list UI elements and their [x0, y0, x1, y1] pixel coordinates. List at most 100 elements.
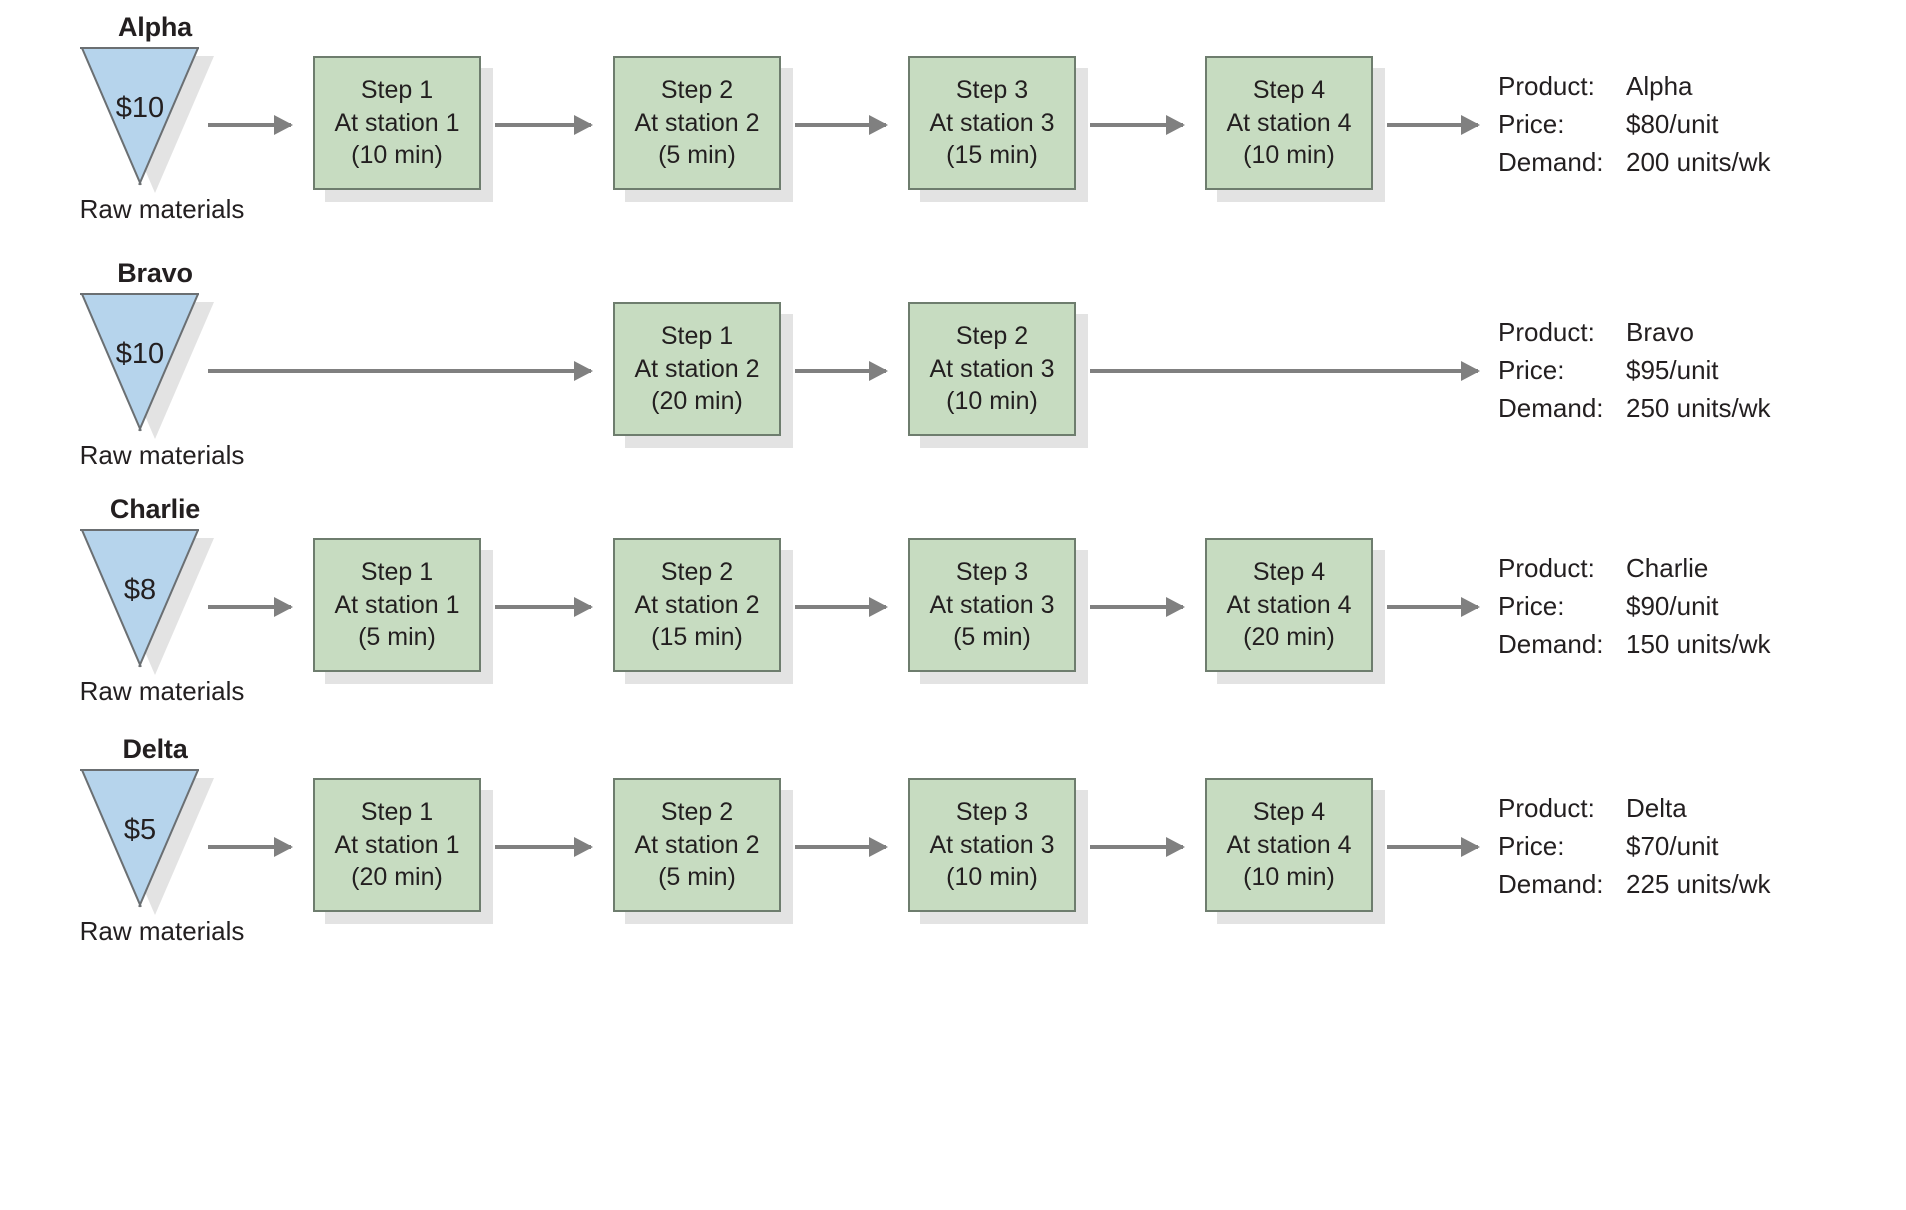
step-station-label: At station 4 [1226, 108, 1352, 137]
step-station-label: At station 4 [1226, 830, 1352, 859]
raw-material-triangle: $5 [66, 769, 256, 915]
info-key-demand: Demand: [1498, 146, 1604, 177]
step-number-label: Step 4 [1252, 76, 1326, 105]
product-name-label: Charlie [109, 494, 201, 524]
raw-material-cost: $5 [123, 814, 157, 846]
step-time-label: (5 min) [358, 623, 436, 652]
step-time-label: (20 min) [651, 387, 743, 416]
step-box-2[interactable]: Step 2 At station 2 (5 min) [613, 56, 781, 190]
step-number-label: Step 4 [1252, 558, 1326, 587]
step-time-label: (5 min) [658, 141, 736, 170]
info-line-price: Price: $80/unit [1498, 106, 1898, 144]
info-value-price: $90/unit [1626, 590, 1719, 621]
triangle-fill [81, 770, 199, 907]
step-number-label: Step 2 [955, 322, 1029, 351]
step-box-2[interactable]: Step 2 At station 3 (10 min) [908, 302, 1076, 436]
info-value-product: Delta [1626, 793, 1687, 823]
triangle-top-edge [80, 293, 199, 295]
raw-materials-label: Raw materials [79, 916, 245, 946]
raw-materials-label: Raw materials [79, 194, 245, 224]
step-station-label: At station 2 [634, 354, 760, 383]
flow-arrow-exit [1387, 597, 1480, 617]
info-key-price: Price: [1498, 354, 1565, 385]
raw-materials-label: Raw materials [79, 676, 245, 706]
info-line-demand: Demand:200 units/wk [1498, 144, 1898, 182]
triangle-fill [81, 530, 199, 667]
step-station-label: At station 3 [929, 590, 1055, 619]
step-station-label: At station 4 [1226, 590, 1352, 619]
step-box-1[interactable]: Step 1 At station 1 (10 min) [313, 56, 481, 190]
info-key-product: Product: [1498, 71, 1595, 101]
info-line-price: Price:$95/unit [1498, 352, 1898, 390]
info-value-price: $70/unit [1626, 830, 1719, 861]
info-line-product: Product: Alpha [1498, 68, 1898, 106]
flow-arrow-entry [208, 597, 293, 617]
step-box-4[interactable]: Step 4 At station 4 (10 min) [1205, 56, 1373, 190]
step-time-label: (10 min) [351, 141, 443, 170]
product-name-label: Alpha [117, 12, 192, 42]
info-value-price: $80/unit [1626, 108, 1719, 139]
step-station-label: At station 3 [929, 354, 1055, 383]
step-time-label: (10 min) [1243, 141, 1335, 170]
step-time-label: (15 min) [946, 141, 1038, 170]
info-key-demand: Demand: [1498, 392, 1604, 423]
info-line-demand: Demand:150 units/wk [1498, 626, 1898, 664]
raw-material-cost: $8 [123, 574, 157, 606]
step-number-label: Step 1 [660, 322, 734, 351]
step-box-1[interactable]: Step 1 At station 2 (20 min) [613, 302, 781, 436]
step-number-label: Step 2 [660, 76, 734, 105]
raw-material-cost: $10 [115, 92, 165, 124]
step-station-label: At station 3 [929, 108, 1055, 137]
step-station-label: At station 1 [334, 108, 460, 137]
step-number-label: Step 3 [955, 798, 1029, 827]
step-time-label: (10 min) [946, 387, 1038, 416]
flow-arrow-between-1 [495, 597, 593, 617]
info-key-product: Product: [1498, 553, 1595, 583]
info-value-product: Charlie [1626, 553, 1709, 583]
triangle-top-edge [80, 47, 199, 49]
flow-arrow-exit [1090, 361, 1480, 381]
info-value-product: Alpha [1626, 71, 1693, 101]
step-station-label: At station 2 [634, 108, 760, 137]
product-name-label: Delta [122, 734, 188, 764]
raw-material-triangle: $10 [66, 293, 256, 439]
product-name-label: Bravo [117, 258, 193, 288]
info-value-demand: 225 units/wk [1626, 868, 1771, 899]
info-line-demand: Demand:225 units/wk [1498, 866, 1898, 904]
step-station-label: At station 3 [929, 830, 1055, 859]
step-time-label: (20 min) [351, 863, 443, 892]
flow-arrow-between-2 [795, 597, 888, 617]
info-line-price: Price:$90/unit [1498, 588, 1898, 626]
step-number-label: Step 1 [360, 76, 434, 105]
info-key-price: Price: [1498, 830, 1565, 861]
step-number-label: Step 1 [360, 558, 434, 587]
flow-arrow-between-1 [495, 837, 593, 857]
info-key-price: Price: [1498, 108, 1565, 139]
step-station-label: At station 1 [334, 830, 460, 859]
info-value-product: Bravo [1626, 317, 1694, 347]
flow-arrow-between-1 [795, 361, 888, 381]
flow-arrow-between-3 [1090, 837, 1185, 857]
info-key-product: Product: [1498, 317, 1595, 347]
step-time-label: (5 min) [658, 863, 736, 892]
flow-arrow-entry [208, 115, 293, 135]
step-number-label: Step 2 [660, 558, 734, 587]
info-line-product: Product: Bravo [1498, 314, 1898, 352]
info-value-demand: 250 units/wk [1626, 392, 1771, 423]
